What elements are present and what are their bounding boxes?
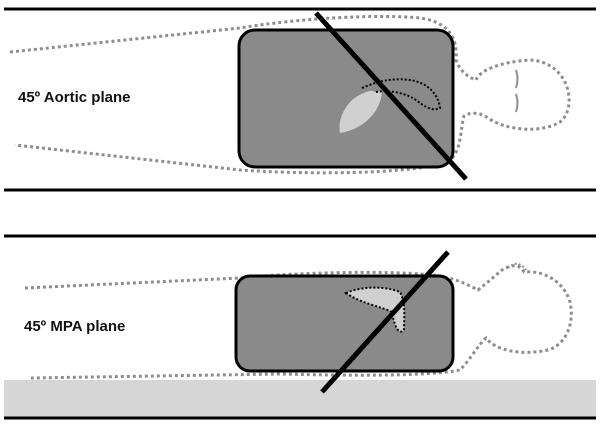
heart-region bbox=[343, 286, 406, 333]
head-detail-1 bbox=[515, 69, 519, 89]
panel-aortic bbox=[4, 7, 596, 192]
nose-detail bbox=[507, 262, 527, 271]
mpa-plane-line bbox=[320, 250, 450, 394]
table-surface bbox=[4, 380, 596, 418]
torso-block bbox=[234, 274, 455, 373]
panel-label-mpa: 45º MPA plane bbox=[24, 318, 126, 335]
aortic-plane-line bbox=[314, 11, 468, 181]
panel-mpa bbox=[4, 234, 596, 420]
panel-label-aortic: 45º Aortic plane bbox=[18, 89, 131, 106]
heart-region bbox=[339, 90, 382, 133]
torso-block bbox=[237, 28, 455, 169]
head-detail-2 bbox=[515, 93, 519, 113]
